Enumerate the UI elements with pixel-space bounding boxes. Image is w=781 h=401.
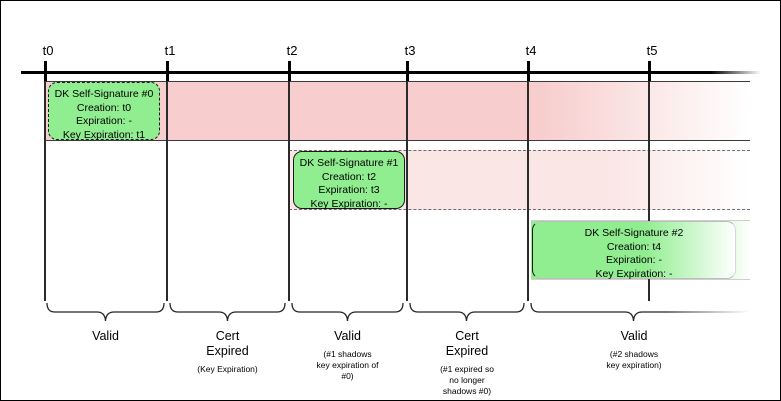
signature-2-expiration: Expiration: - — [605, 254, 663, 266]
guide-line-t3 — [406, 73, 408, 301]
axis-tick-t5 — [648, 61, 651, 81]
axis-label-t3: t3 — [404, 43, 416, 58]
brace-t1-t2 — [168, 301, 287, 323]
guide-line-t1 — [166, 73, 168, 301]
axis-tick-t0 — [44, 61, 47, 81]
guide-line-t5 — [648, 73, 650, 301]
axis-label-t4: t4 — [525, 43, 537, 58]
brace-t2-t3 — [290, 301, 405, 323]
signature-1-key-expiration: Key Expiration: - — [310, 197, 388, 210]
segment-t3-t4-note-line-1: (#1 expired so — [440, 364, 494, 374]
segment-t4-end-note-line-1: (#2 shadows — [609, 349, 659, 359]
segment-t3-t4-status-line2: Expired — [445, 344, 489, 358]
signature-2-title: DK Self-Signature #2 — [584, 227, 684, 239]
segment-t3-t4-status-line1: Cert — [455, 329, 479, 343]
axis-tick-t4 — [527, 61, 530, 81]
segment-t1-t2-note: (Key Expiration) — [168, 364, 287, 375]
segment-t2-t3-note: (#1 shadows key expiration of #0) — [290, 349, 405, 382]
segment-t4-end: Valid (#2 shadows key expiration) — [529, 301, 759, 371]
signature-1-creation: Creation: t2 — [321, 170, 377, 183]
segment-t1-t2-status-line2: Expired — [206, 344, 249, 358]
segment-t1-t2: Cert Expired (Key Expiration) — [168, 301, 287, 375]
signature-2-creation: Creation: t4 — [606, 240, 662, 253]
segment-t0-t1: Valid — [45, 301, 166, 349]
segment-t1-t2-status-line1: Cert — [215, 329, 240, 343]
validity-band-signature-0 — [45, 81, 750, 141]
signature-box-0: DK Self-Signature #0 Creation: t0 Expira… — [48, 82, 160, 141]
segment-t4-end-status: Valid — [620, 329, 648, 343]
axis-label-t1: t1 — [164, 43, 176, 58]
axis-tick-t2 — [288, 61, 291, 81]
axis-label-t5: t5 — [646, 43, 658, 58]
segment-t4-end-note-line-2: key expiration) — [606, 360, 662, 370]
brace-t3-t4 — [408, 301, 526, 323]
segment-t2-t3-note-line-3: #0) — [341, 371, 354, 381]
axis-tick-t3 — [406, 61, 409, 81]
brace-t0-t1 — [45, 301, 166, 323]
segment-t3-t4-status: Cert Expired — [408, 329, 526, 359]
segment-t2-t3-note-line-2: key expiration of — [316, 360, 379, 370]
guide-line-t0 — [44, 73, 46, 301]
signature-box-1: DK Self-Signature #1 Creation: t2 Expira… — [293, 151, 405, 210]
segment-t3-t4-note-line-2: no longer — [449, 375, 485, 385]
guide-line-t4 — [527, 73, 529, 301]
segment-t3-t4: Cert Expired (#1 expired so no longer sh… — [408, 301, 526, 397]
segment-t2-t3: Valid (#1 shadows key expiration of #0) — [290, 301, 405, 382]
signature-box-2: DK Self-Signature #2 Creation: t4 Expira… — [532, 221, 736, 280]
signature-1-title: DK Self-Signature #1 — [299, 157, 399, 169]
segment-t0-t1-status: Valid — [92, 329, 119, 343]
segment-t1-t2-note-line-1: (Key Expiration) — [197, 364, 258, 374]
signature-2-key-expiration: Key Expiration: - — [595, 267, 673, 280]
signature-0-title: DK Self-Signature #0 — [54, 88, 154, 100]
signature-0-expiration: Expiration: - — [75, 115, 133, 127]
segment-t2-t3-note-line-1: (#1 shadows — [323, 349, 372, 359]
brace-t4-end — [529, 301, 759, 323]
time-axis-line — [21, 71, 761, 74]
signature-1-expiration: Expiration: t3 — [318, 184, 380, 196]
segment-t2-t3-status: Valid — [334, 329, 361, 343]
segment-t3-t4-note: (#1 expired so no longer shadows #0) — [408, 364, 526, 397]
axis-tick-t1 — [166, 61, 169, 81]
signature-0-key-expiration: Key Expiration: t1 — [62, 128, 146, 141]
signature-0-creation: Creation: t0 — [76, 101, 132, 114]
segment-t3-t4-note-line-3: shadows #0) — [442, 386, 492, 396]
guide-line-t2 — [288, 73, 290, 301]
segment-t1-t2-status: Cert Expired — [168, 329, 287, 359]
segment-t4-end-note: (#2 shadows key expiration) — [529, 349, 739, 371]
axis-label-t2: t2 — [286, 43, 298, 58]
axis-label-t0: t0 — [42, 43, 54, 58]
